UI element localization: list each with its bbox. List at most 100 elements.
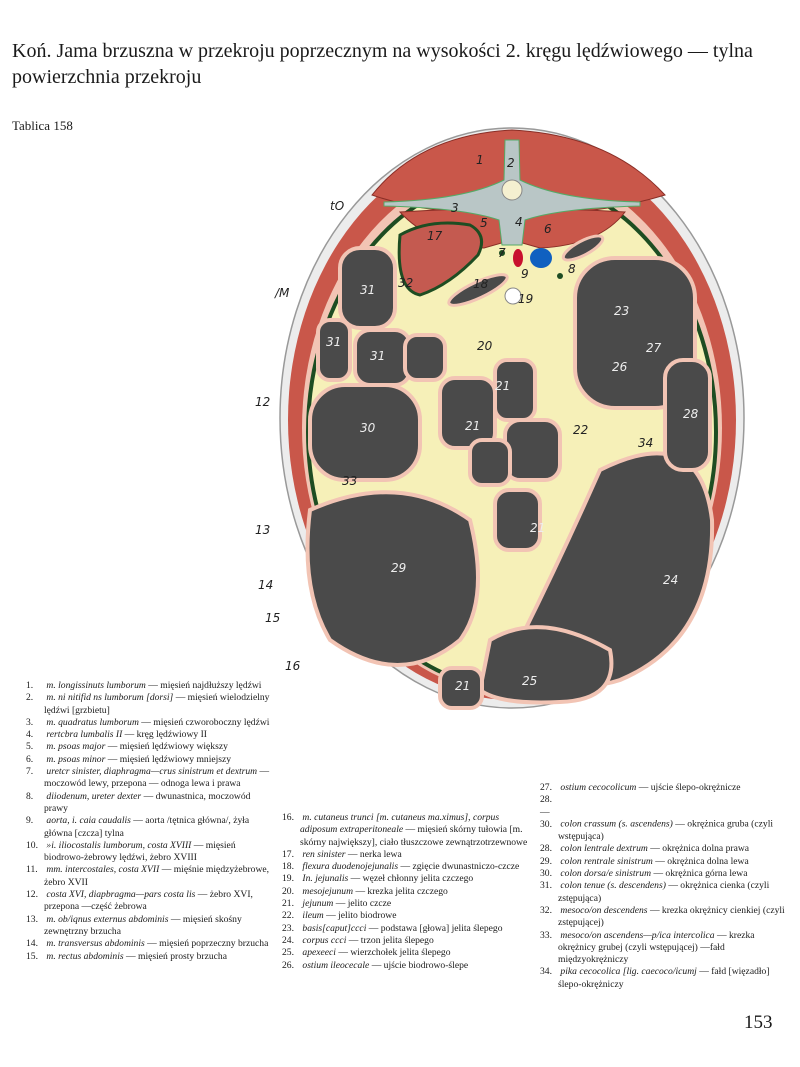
- legend-polish-term: — mięsień biodrowo-żebrowy lędźwi, żebro…: [44, 839, 236, 864]
- legend-item: 5. m. psoas major — mięsień lędźwiowy wi…: [26, 741, 276, 753]
- legend-latin-term: m. ob/iqnus externus abdominis: [46, 913, 169, 925]
- legend-item: 32. mesoco/on descendens — krezka okrężn…: [540, 905, 790, 930]
- legend-item: 11. mm. intercostales, costa XVII — mięś…: [26, 864, 276, 889]
- legend-number: 19.: [282, 873, 294, 885]
- legend-polish-term: — mięsień najdłuższy lędźwi: [148, 680, 262, 691]
- legend-latin-term: colon tenue (s. descendens): [560, 880, 666, 892]
- legend-latin-term: mesoco/on ascendens—p/ica intercolica: [560, 929, 715, 941]
- legend-polish-term: — okrężnica dolna lewa: [655, 855, 749, 867]
- legend-number: 9.: [26, 815, 34, 827]
- legend-item: 10. »i. iliocostalis lumborum, costa XVI…: [26, 840, 276, 865]
- legend-latin-term: jejunum: [302, 898, 334, 910]
- label-12: 12: [255, 395, 270, 409]
- page-number: 153: [744, 1012, 773, 1033]
- legend-latin-term: flexura duodenojejunalis: [302, 861, 399, 873]
- label-19: 19: [518, 292, 533, 306]
- legend-number: 1.: [26, 680, 34, 691]
- legend-latin-term: m. ni nitifid ns lumborum [dorsi]: [46, 692, 174, 704]
- legend-item: 16. m. cutaneus trunci [m. cutaneus ma.x…: [282, 812, 532, 849]
- legend-number: 16.: [282, 812, 294, 823]
- legend-item: 8. diiodenum, ureter dexter — dwunastnic…: [26, 791, 276, 816]
- legend-latin-term: mesojejunum: [302, 885, 354, 897]
- label-21: 21: [455, 679, 470, 693]
- legend-latin-term: basis[caput]ccci: [302, 922, 367, 934]
- label-21: 21: [465, 419, 480, 433]
- legend-item: 23. basis[caput]ccci — podstawa [głowa] …: [282, 923, 532, 935]
- legend-polish-term: — dwunastnica, moczowód prawy: [44, 790, 251, 814]
- legend-number: 17.: [282, 848, 294, 860]
- legend-item: 9. aorta, i. caia caudalis — aorta /tętn…: [26, 815, 276, 840]
- legend-number: 26.: [282, 959, 294, 971]
- legend-number: 21.: [282, 898, 294, 910]
- label-21: 21: [495, 379, 510, 393]
- legend-number: 32.: [540, 904, 552, 916]
- legend-polish-term: — mięsień poprzeczny brzucha: [147, 938, 269, 950]
- legend-latin-term: colon dorsa/e sinistrum: [560, 868, 652, 880]
- legend-latin-term: ostium cecocolicum: [560, 782, 637, 793]
- legend-item: 29. colon rentrale sinistrum — okrężnica…: [540, 856, 790, 868]
- legend-item: 25. apexeeci — wierzchołek jelita ślepeg…: [282, 947, 532, 959]
- legend-polish-term: — wierzchołek jelita ślepego: [338, 947, 451, 959]
- legend-latin-term: m. quadratus lumborum: [46, 716, 139, 728]
- legend-number: 20.: [282, 885, 294, 897]
- legend-latin-term: m. longissinuts lumborum: [46, 680, 146, 691]
- legend-number: 30.: [540, 868, 552, 880]
- legend-latin-term: m. cutaneus trunci [m. cutaneus ma.ximus…: [300, 812, 500, 836]
- jejunal-lymph-node: [504, 287, 522, 305]
- legend-number: 23.: [282, 922, 294, 934]
- legend-number: 22.: [282, 910, 294, 922]
- legend-polish-term: — mięsień wielodzielny lędźwi [grzbietu]: [44, 692, 270, 716]
- legend-number: 25.: [282, 947, 294, 959]
- legend-item: 19. In. jejunalis — węzeł chłonny jelita…: [282, 873, 532, 885]
- label-13: 13: [255, 523, 270, 537]
- legend-number: 12.: [26, 889, 38, 901]
- label-24: 24: [663, 573, 678, 587]
- legend-latin-term: uretcr sinister, diaphragma—crus sinistr…: [46, 766, 258, 778]
- legend-item: 17. ren sinister — nerka lewa: [282, 849, 532, 861]
- legend-latin-term: costa XVI, diapbragma—pars costa lis: [46, 889, 196, 901]
- legend-latin-term: mesoco/on descendens: [560, 904, 648, 916]
- legend-polish-term: — węzeł chłonny jelita czczego: [350, 873, 474, 885]
- legend-item: 2. m. ni nitifid ns lumborum [dorsi] — m…: [26, 692, 276, 717]
- legend-polish-term: — mięsień skośny zewnętrzny brzucha: [44, 913, 242, 937]
- legend-item: 3. m. quadratus lumborum — mięsień czwor…: [26, 717, 276, 729]
- label-25: 25: [522, 674, 537, 688]
- left-kidney: [397, 221, 484, 297]
- label-5: 5: [480, 216, 488, 230]
- legend-number: 33.: [540, 929, 552, 941]
- legend-polish-term: — ujście biodrowo-ślepe: [371, 959, 469, 971]
- cross-section-illustration: 1 2 3 4 5 6 7 8 9 tO /M 12 13 14 15 16 1…: [255, 127, 745, 710]
- page-title: Koń. Jama brzuszna w przekroju poprzeczn…: [12, 40, 753, 88]
- legend-item: 12. costa XVI, diapbragma—pars costa lis…: [26, 889, 276, 914]
- label-34: 34: [638, 436, 653, 450]
- legend-latin-term: In. jejunalis: [302, 873, 349, 885]
- legend-polish-term: — moczowód lewy, przepona — odnoga lewa …: [44, 766, 270, 790]
- legend-number: 10.: [26, 839, 38, 851]
- legend-latin-term: »i. iliocostalis lumborum, costa XVIII: [46, 839, 192, 851]
- legend-polish-term: — mięsień prosty brzucha: [126, 950, 227, 962]
- legend-latin-term: ileum: [302, 910, 324, 922]
- label-31: 31: [326, 335, 341, 349]
- label-8: 8: [568, 262, 576, 276]
- label-31: 31: [360, 283, 375, 297]
- legend-item: 18. flexura duodenojejunalis — zgięcie d…: [282, 861, 532, 873]
- legend-polish-term: — nerka lewa: [347, 848, 402, 860]
- legend-item: 27. ostium cecocolicum — ujście ślepo-ok…: [540, 782, 790, 794]
- legend-item: 30. colon dorsa/e sinistrum — okrężnica …: [540, 868, 790, 880]
- legend-polish-term: — podstawa [głowa] jelita ślepego: [368, 922, 503, 934]
- legend-number: 15.: [26, 950, 38, 962]
- legend-polish-term: — krezka okrężnicy cienkiej (czyli zstęp…: [558, 904, 785, 929]
- legend-number: 3.: [26, 716, 34, 728]
- bowel-loops: [305, 246, 715, 710]
- legend-polish-term: — okrężnica gruba (czyli wstępująca): [558, 818, 774, 843]
- legend-polish-term: — mięśnie międzyżebrowe, żebro XVII: [44, 864, 270, 888]
- legend-polish-term: — aorta /tętnica główna/, żyła główna [c…: [44, 815, 250, 839]
- label-31: 31: [370, 349, 385, 363]
- legend-number: 4.: [26, 729, 34, 741]
- legend-item: 28. colon lentrale dextrum — okrężnica d…: [540, 843, 790, 855]
- legend-number: 28.—30.: [540, 794, 552, 830]
- legend-number: 6.: [26, 753, 34, 765]
- legend-item: 1. m. longissinuts lumborum — mięsień na…: [26, 680, 276, 692]
- legend-number: 24.: [282, 934, 294, 946]
- legend-number: 2.: [26, 692, 34, 704]
